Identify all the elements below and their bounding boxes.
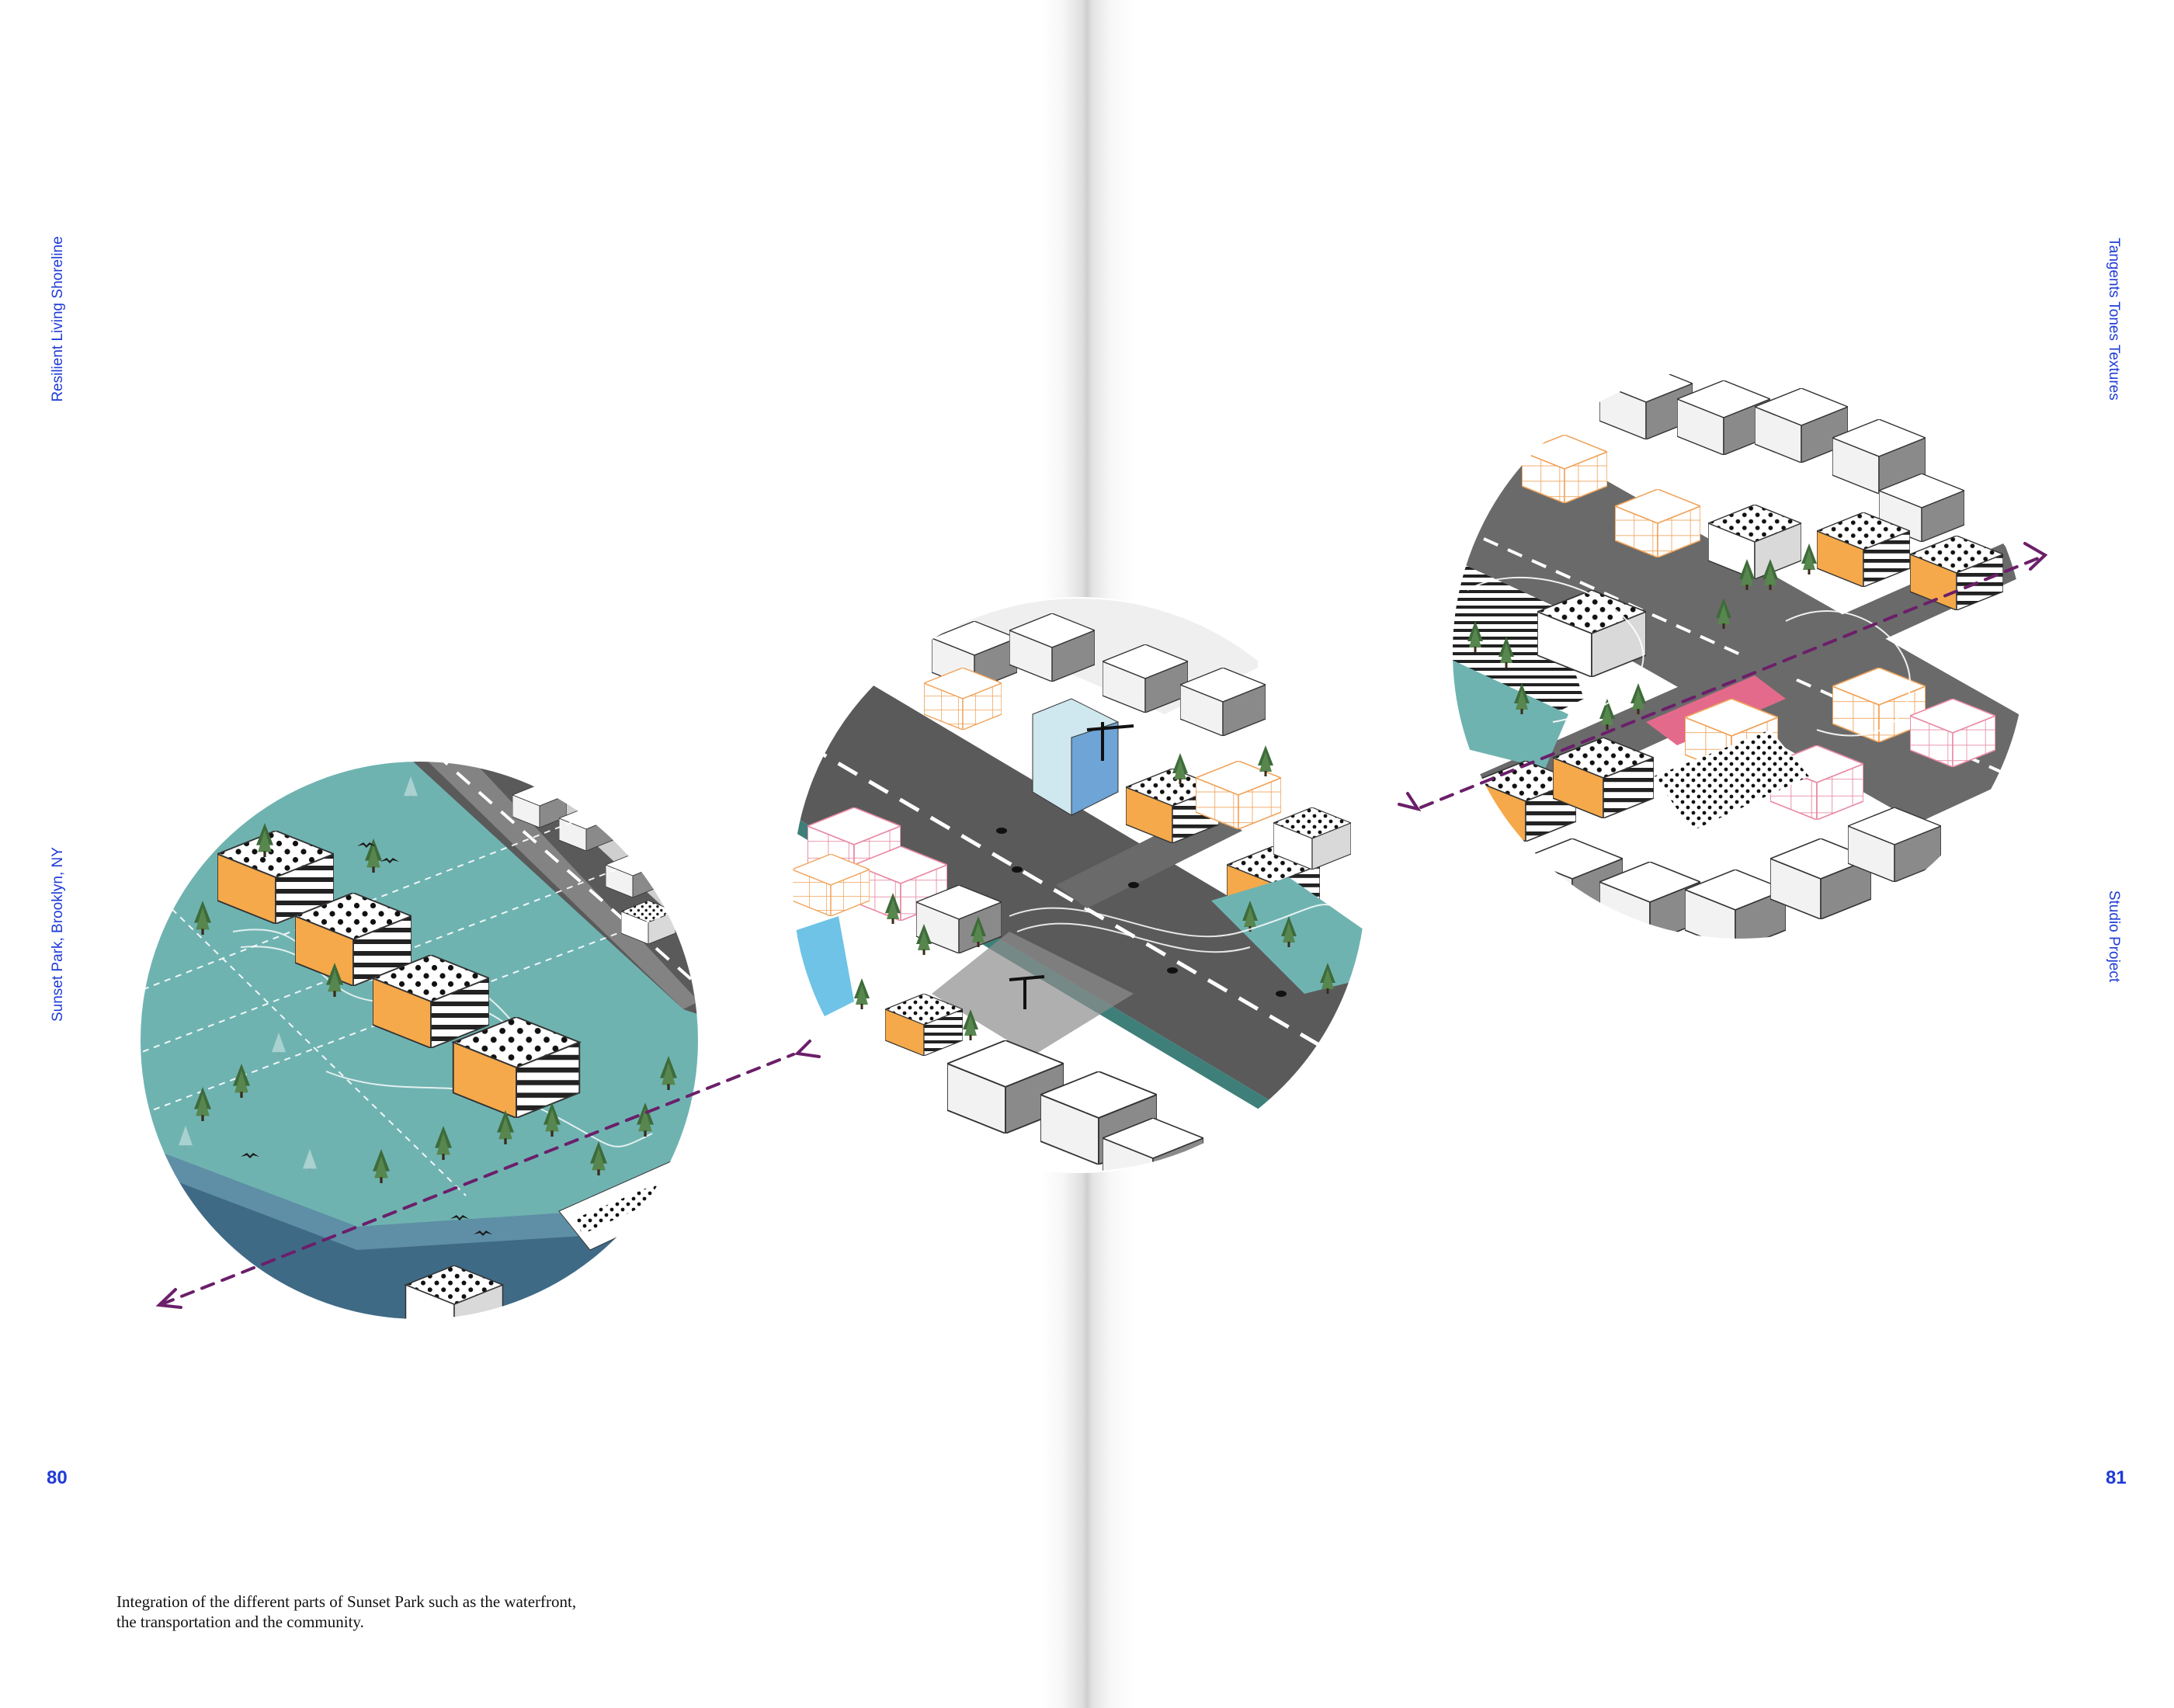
waterfront-vignette	[140, 761, 699, 1320]
figure-caption: Integration of the different parts of Su…	[116, 1592, 577, 1631]
connection-arrow	[155, 542, 2048, 1309]
transportation-vignette	[792, 598, 1367, 1172]
community-vignette	[1452, 365, 2026, 939]
right-page-number: 81	[2106, 1467, 2127, 1488]
left-page-number: 80	[47, 1467, 68, 1488]
